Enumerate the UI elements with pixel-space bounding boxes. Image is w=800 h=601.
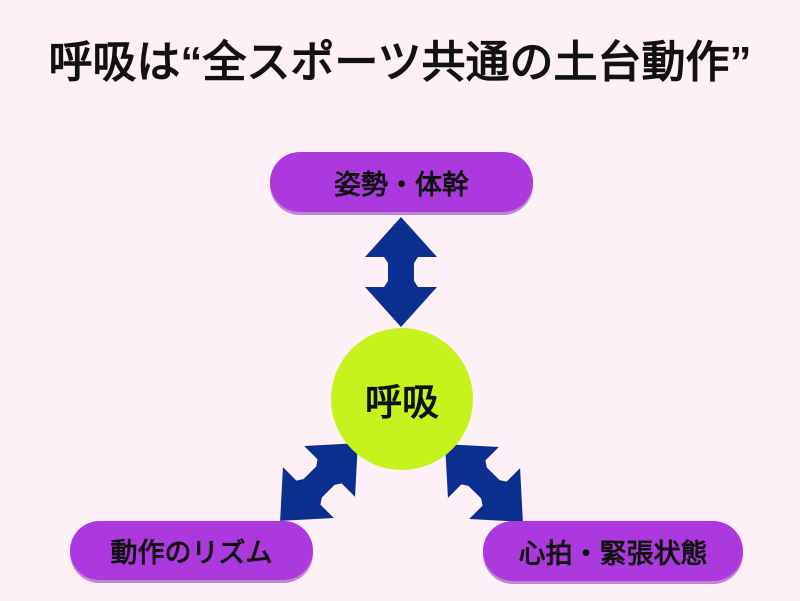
node-heartrate-tension: 心拍・緊張状態: [483, 521, 743, 581]
node-posture-core: 姿勢・体幹: [270, 152, 533, 212]
node-movement-rhythm-label: 動作のリズム: [110, 538, 273, 568]
double-arrow-vertical-icon: [365, 217, 437, 327]
double-arrow-diagonal-right-icon: [420, 419, 549, 548]
double-arrow-diagonal-left-icon: [255, 418, 384, 547]
center-node-breathing: 呼吸: [331, 328, 473, 470]
node-heartrate-tension-label: 心拍・緊張状態: [518, 538, 708, 569]
node-posture-core-label: 姿勢・体幹: [334, 169, 469, 200]
center-node-label: 呼吸: [365, 382, 439, 423]
page-title: 呼吸は“全スポーツ共通の土台動作”: [48, 38, 752, 87]
node-movement-rhythm: 動作のリズム: [70, 521, 313, 580]
